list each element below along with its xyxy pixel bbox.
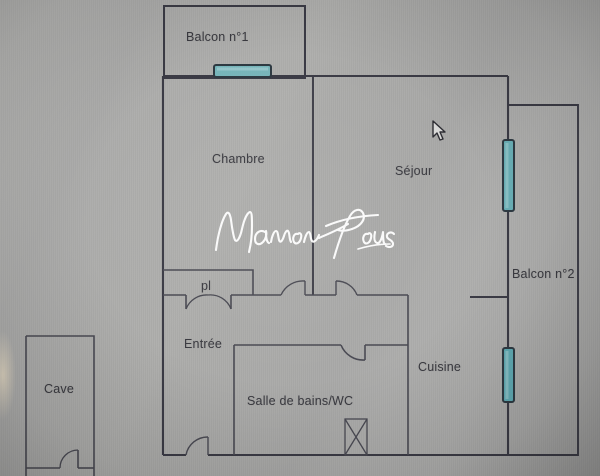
door-entrance [185,436,209,456]
cuisine-window [502,347,515,403]
mouse-cursor [431,120,447,142]
sejour-window [502,139,515,212]
room-label-cave: Cave [44,382,74,396]
room-label-placard: pl [201,279,212,293]
room-outline-balcon2 [470,104,579,456]
wc-fixture-symbol [344,418,368,456]
room-outline-balcon1 [163,5,306,79]
door-chambre [280,280,306,296]
balcony-1-window [213,64,272,78]
room-label-sejour: Séjour [395,164,433,178]
room-label-balcon1: Balcon n°1 [186,30,249,44]
apartment-outer-walls [161,74,510,457]
room-label-entree: Entrée [184,337,223,351]
room-label-cuisine: Cuisine [418,360,462,374]
room-label-chambre: Chambre [212,152,265,166]
room-outline-placard [163,269,254,310]
room-outline-cave [25,335,95,476]
room-label-balcon2: Balcon n°2 [512,267,575,281]
room-outline-sdb [233,344,408,455]
door-sejour [335,280,358,296]
room-label-salle-de-bains: Salle de bains/WC [247,394,354,408]
